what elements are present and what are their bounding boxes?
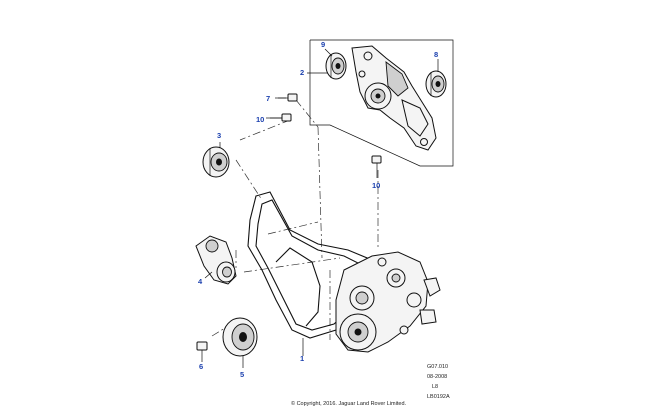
tensioner-bracket-assembly [351,45,437,151]
copyright-notice: © Copyright, 2016. Jaguar Land Rover Lim… [291,400,407,407]
callout-3: 3 [217,131,221,140]
construction-lines [211,99,379,340]
callout-2: 2 [300,68,304,77]
bolt-7 [278,93,298,102]
callout-5: 5 [240,370,244,379]
idler-pulley-upper [325,52,347,80]
reference-model: L8 [432,384,438,390]
belt-tensioner [195,235,237,285]
callout-10-upper: 10 [256,115,264,124]
callout-labels: 1 2 3 4 5 6 7 8 9 10 10 [198,40,438,379]
callout-10-lower: 10 [372,181,380,190]
callout-7: 7 [266,94,270,103]
callout-1: 1 [300,354,304,363]
callout-8: 8 [434,50,438,59]
bolt-10-lower [371,155,382,178]
callout-4: 4 [198,277,203,286]
illustration-id: LB0192A [427,394,450,400]
inset-frame [309,39,454,167]
reference-code: G07.010 [427,364,448,370]
idler-pulley-right [425,70,447,98]
bolt-6 [196,341,208,362]
reference-date: 08-2008 [427,374,447,380]
bolt-10-upper [270,113,292,122]
crankshaft-pulley [222,317,258,368]
idler-pulley-left [202,142,230,178]
callout-leaders [266,48,439,119]
reference-block: G07.010 08-2008 L8 LB0192A [427,364,450,400]
callout-9: 9 [321,40,325,49]
engine-accessory [335,251,441,353]
callout-6: 6 [199,362,203,371]
